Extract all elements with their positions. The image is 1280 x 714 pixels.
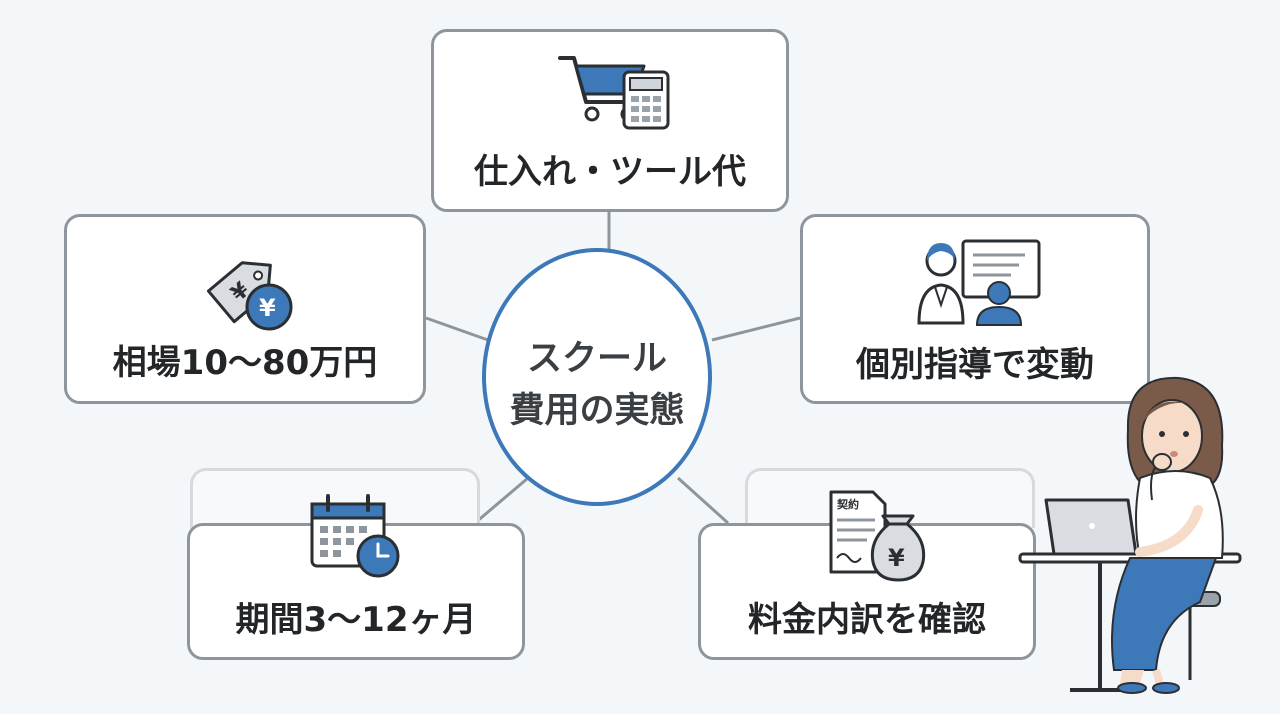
contract-money-bag-icon: 契約 ¥ — [829, 490, 926, 582]
tutor-student-icon — [917, 239, 1041, 326]
node-duration-label: 期間3〜12ヶ月 — [235, 600, 477, 640]
connector-left-lower — [474, 476, 529, 525]
svg-text:¥: ¥ — [259, 294, 276, 322]
woman-laptop-illustration — [1018, 376, 1242, 694]
connector-right-upper — [711, 316, 801, 342]
node-individual-tutoring-label: 個別指導で変動 — [856, 345, 1094, 385]
node-price-range-label: 相場10〜80万円 — [112, 343, 378, 383]
svg-text:¥: ¥ — [888, 544, 905, 572]
contract-label: 契約 — [836, 497, 859, 511]
node-fee-breakdown-label: 料金内訳を確認 — [748, 600, 986, 640]
node-price-range: ¥ ¥ 相場10〜80万円 — [64, 214, 426, 404]
node-individual-tutoring: 個別指導で変動 — [800, 214, 1150, 404]
calendar-clock-icon — [310, 494, 400, 578]
shopping-cart-calculator-icon — [558, 56, 670, 130]
connector-left-upper — [425, 316, 489, 342]
node-tools-cost: 仕入れ・ツール代 — [431, 29, 789, 212]
node-duration: 期間3〜12ヶ月 — [187, 494, 525, 660]
yen-price-tag-icon: ¥ ¥ — [206, 261, 293, 331]
node-fee-breakdown: 契約 ¥ 料金内訳を確認 — [698, 490, 1036, 660]
connector-right-lower — [676, 476, 730, 525]
hub-title-line1: スクール — [526, 339, 667, 379]
node-tools-cost-label: 仕入れ・ツール代 — [474, 152, 746, 192]
hub-circle: スクール 費用の実態 — [482, 248, 712, 506]
hub-title-line2: 費用の実態 — [509, 391, 685, 431]
